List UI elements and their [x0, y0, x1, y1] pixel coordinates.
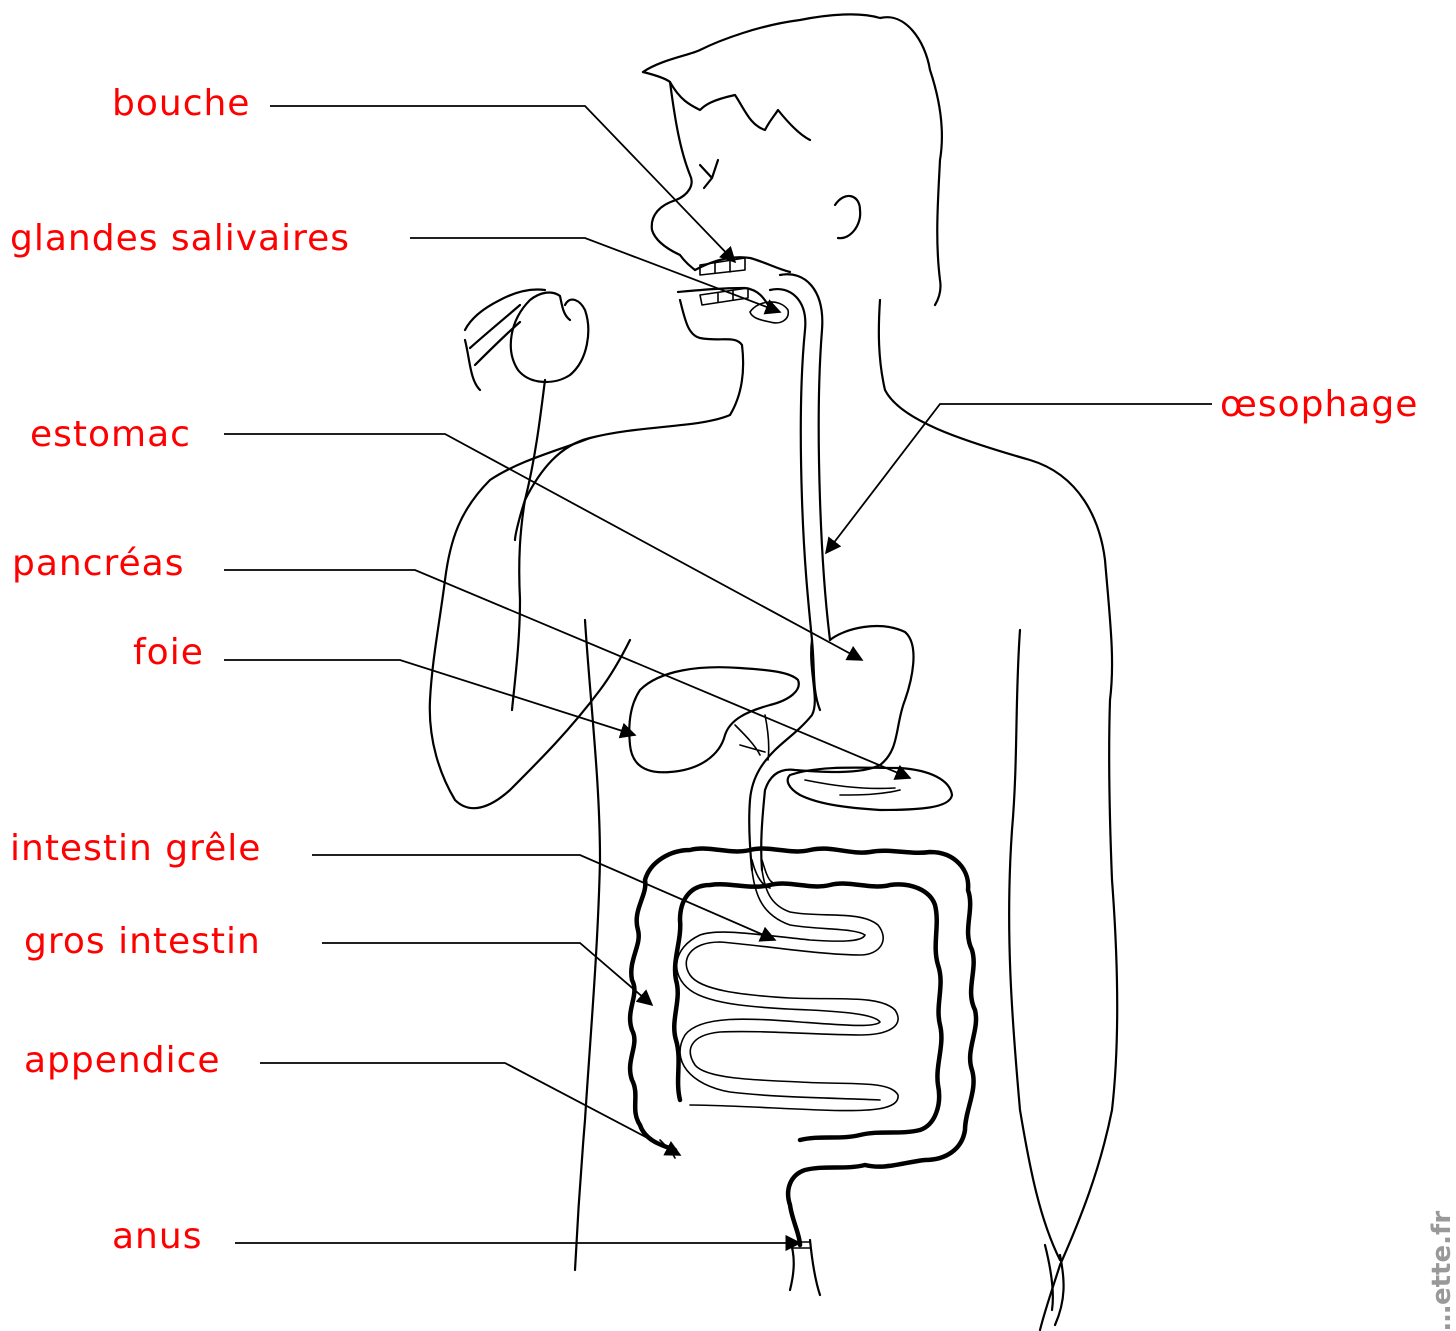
pancreas-duct	[805, 780, 900, 795]
forearm	[512, 500, 525, 710]
ear	[835, 196, 860, 238]
bile-duct	[735, 715, 769, 760]
label-anus: anus	[112, 1216, 202, 1257]
leader-oesophage	[826, 404, 1212, 553]
large-intestine-inner	[674, 884, 941, 1140]
label-estomac: estomac	[30, 414, 191, 455]
stomach	[749, 626, 913, 870]
label-intestin-grele: intestin grêle	[10, 828, 261, 869]
apple	[511, 293, 588, 382]
label-appendice: appendice	[24, 1040, 221, 1081]
small-intestine	[677, 870, 898, 1111]
eye	[700, 160, 718, 188]
leader-appendice	[260, 1063, 680, 1155]
face-profile	[652, 82, 695, 270]
label-bouche: bouche	[112, 83, 250, 124]
right-arm-inner	[1009, 630, 1060, 1260]
hair-fringe	[643, 72, 810, 140]
leader-intestin-grele	[312, 855, 775, 940]
label-foie: foie	[133, 632, 204, 673]
label-oesophage: œsophage	[1220, 384, 1418, 425]
jaw	[525, 300, 743, 500]
neck-back	[879, 300, 1117, 1330]
upper-teeth	[700, 258, 745, 275]
leader-estomac	[224, 434, 862, 660]
left-arm-outer	[430, 438, 630, 808]
label-gros-intestin: gros intestin	[24, 921, 261, 962]
labels: bouche glandes salivaires œsophage estom…	[10, 83, 1418, 1257]
hand	[465, 289, 545, 390]
hair	[643, 14, 942, 305]
label-pancreas: pancréas	[12, 543, 185, 584]
leader-pancreas	[224, 570, 910, 778]
leader-gros-intestin	[322, 943, 652, 1005]
esophagus	[770, 274, 830, 710]
leader-lines	[224, 106, 1212, 1243]
label-glandes-salivaires: glandes salivaires	[10, 218, 350, 259]
watermark: …ette.fr	[1427, 1211, 1456, 1331]
